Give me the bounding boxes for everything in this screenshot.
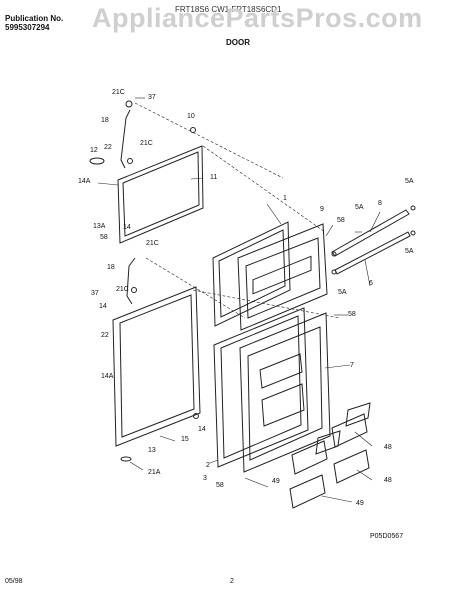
- hinge-pin-21c-lower: [127, 158, 133, 164]
- callout-10: 10: [187, 113, 195, 120]
- leader-line: [202, 145, 326, 233]
- callout-3: 3: [203, 475, 207, 482]
- callout-14: 14: [123, 224, 131, 231]
- model-line: FRT18S6 CW1 FRT18S6CD1: [175, 5, 282, 14]
- door-bin-49: [289, 474, 326, 509]
- screw-5a: [331, 269, 337, 275]
- screw-5a: [410, 205, 416, 211]
- hinge-pin-21c: [125, 100, 133, 108]
- fresh-food-door-panel: [112, 286, 201, 447]
- callout-5a: 5A: [405, 248, 414, 255]
- door-bin-48-lower: [333, 449, 370, 484]
- callout-49: 49: [356, 500, 364, 507]
- callout-11: 11: [210, 174, 217, 181]
- callout-5a: 5A: [338, 289, 347, 296]
- watermark: AppliancePartsPros.com: [92, 3, 423, 33]
- hinge-pin: [131, 287, 137, 293]
- callout-8: 8: [378, 200, 382, 207]
- callout-48: 48: [384, 444, 392, 451]
- screw-5a: [331, 251, 337, 257]
- callout-14: 14: [99, 303, 107, 310]
- freezer-gasket: [212, 221, 291, 327]
- door-rail-8: [331, 209, 410, 257]
- upper-hinge-rod: [120, 109, 131, 169]
- fresh-food-gasket: [213, 307, 309, 468]
- callout-9: 9: [320, 206, 324, 213]
- publication-number: 5995307294: [5, 23, 50, 32]
- callout-22: 22: [101, 332, 109, 339]
- callout-6: 6: [369, 280, 373, 287]
- fresh-food-inner-liner: [239, 312, 331, 473]
- door-bin-48-upper: [331, 402, 371, 448]
- callout-14a: 14A: [101, 373, 114, 380]
- part-14: [193, 413, 199, 419]
- lower-hinge-rod: [126, 257, 136, 305]
- callout-58: 58: [216, 482, 224, 489]
- callout-58: 58: [337, 217, 345, 224]
- freezer-door-panel: [117, 145, 204, 244]
- callout-37: 37: [148, 94, 156, 101]
- callout-14: 14: [198, 426, 206, 433]
- section-title: DOOR: [226, 38, 250, 47]
- footer-date: 05/98: [5, 578, 23, 585]
- door-rail-6: [334, 231, 411, 275]
- callout-7: 7: [350, 362, 354, 369]
- leader-line: [145, 257, 246, 319]
- callout-21c: 21C: [140, 140, 153, 147]
- callout-49: 49: [272, 478, 280, 485]
- callout-13a: 13A: [93, 223, 106, 230]
- callout-5a: 5A: [405, 178, 414, 185]
- callout-13: 13: [148, 447, 156, 454]
- callout-48: 48: [384, 477, 392, 484]
- part-10: [190, 127, 196, 133]
- callout-14a: 14A: [78, 178, 91, 185]
- callout-15: 15: [181, 436, 189, 443]
- part-13: [120, 456, 132, 462]
- footer-page: 2: [230, 578, 234, 585]
- freezer-inner-liner: [237, 223, 328, 331]
- screw-5a: [410, 230, 416, 236]
- callout-21a: 21A: [148, 469, 161, 476]
- callout-58: 58: [100, 234, 108, 241]
- door-bin-48-mid: [291, 430, 341, 475]
- callout-21c: 21C: [112, 89, 125, 96]
- callout-18: 18: [107, 264, 115, 271]
- part-12: [89, 157, 105, 165]
- callout-2: 2: [206, 462, 210, 469]
- callout-12: 12: [90, 147, 98, 154]
- leader-line: [134, 102, 284, 179]
- callout-labels: 1235A5A5A5A67891011121313A14141414A14A15…: [78, 89, 414, 507]
- callout-21c: 21C: [146, 240, 159, 247]
- publication-label: Publication No.: [5, 14, 64, 23]
- callout-1: 1: [283, 195, 287, 202]
- callout-37: 37: [91, 290, 99, 297]
- callout-21c: 21C: [116, 286, 129, 293]
- callout-5a: 5A: [355, 204, 364, 211]
- callout-18: 18: [101, 117, 109, 124]
- callout-58: 58: [348, 311, 356, 318]
- figure-code: P05D0567: [370, 533, 404, 540]
- callout-22: 22: [104, 144, 112, 151]
